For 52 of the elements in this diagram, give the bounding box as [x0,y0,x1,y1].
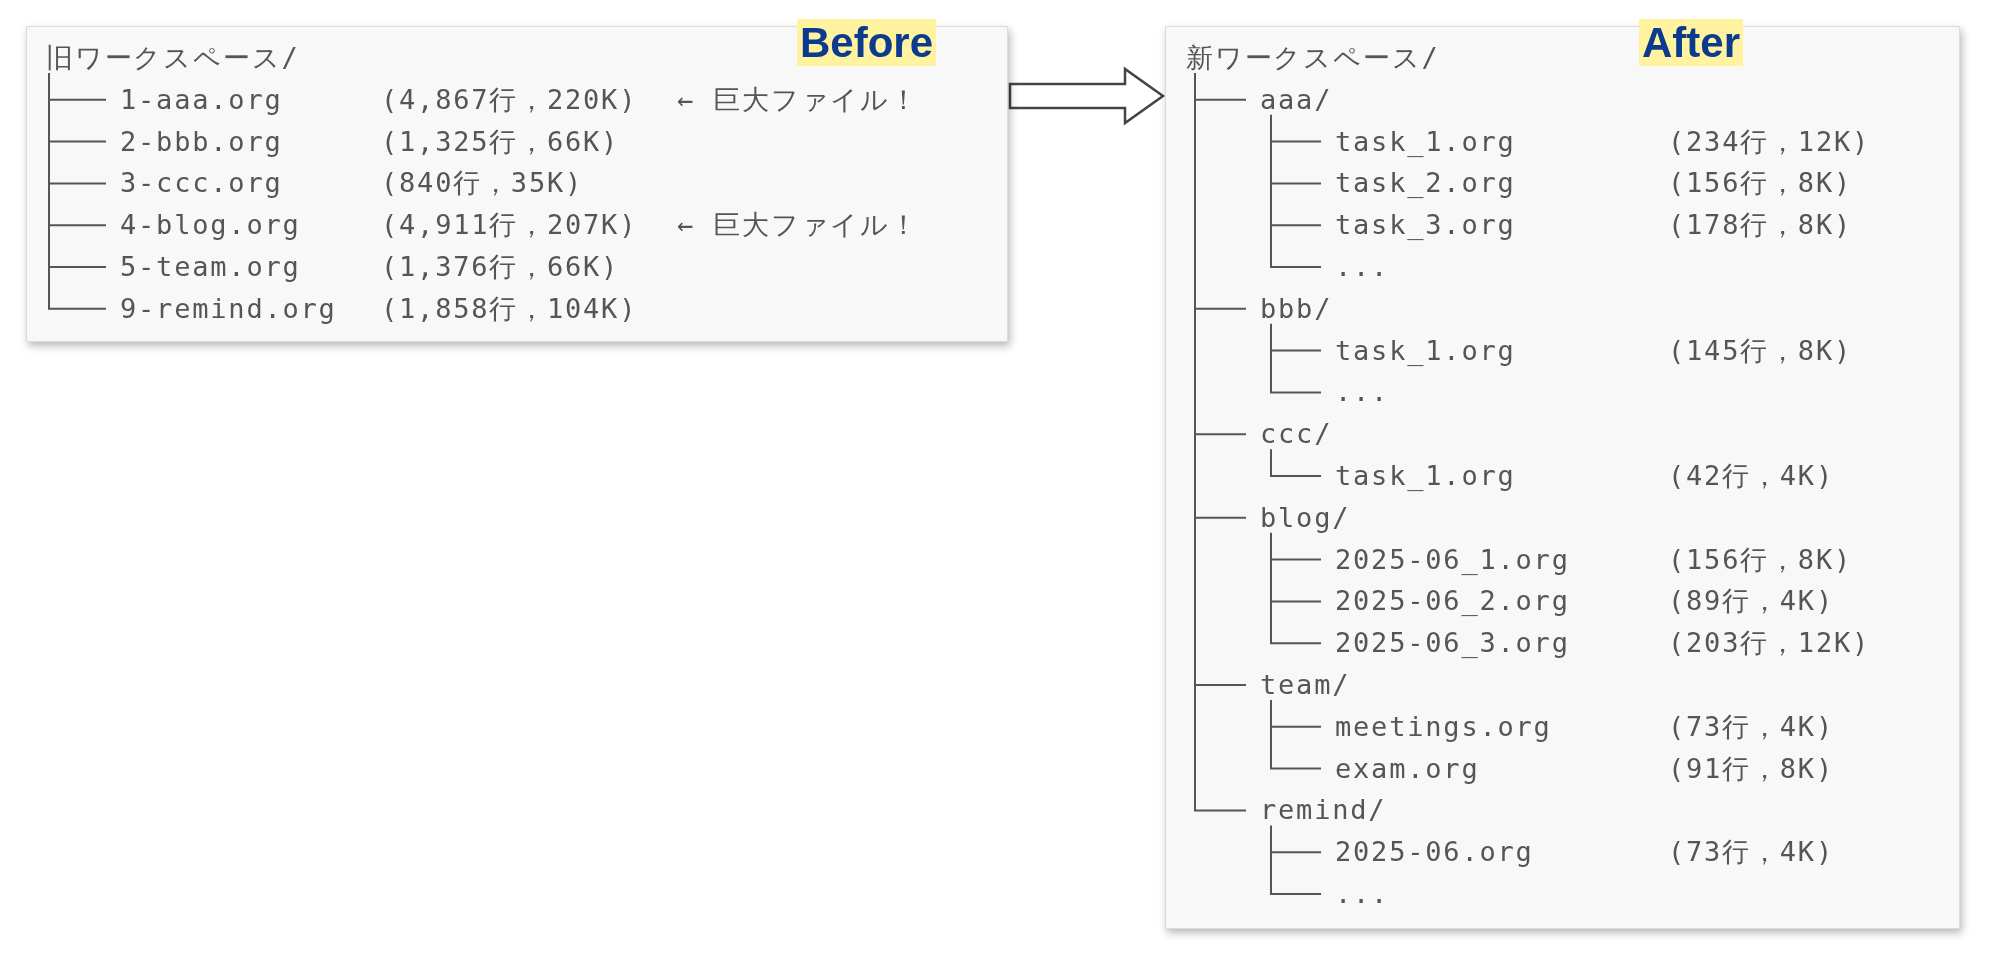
tree-entry-name: 2-bbb.org [120,124,283,159]
file-name: task_1.org [1335,459,1516,493]
file-stats: (4,867行，220K) [381,82,638,117]
file-name: task_1.org [1335,124,1516,159]
tree-entry-name: blog/ [1260,500,1351,535]
file-name: task_1.org [1335,333,1516,368]
file-stats: (91行，8K) [1668,751,1834,786]
hollow-arrow [1008,66,1166,126]
file-stats: (156行，8K) [1668,166,1852,201]
file-stats: (1,858行，104K) [381,291,638,326]
file-stats: (178行，8K) [1668,208,1852,243]
file-name: task_2.org [1335,166,1516,201]
tree-entry-name: bbb/ [1260,291,1333,326]
warning-note: ← 巨大ファイル！ [677,82,919,117]
file-stats: (840行，35K) [381,166,584,201]
root-folder-name: 新ワークスペース/ [1186,41,1440,75]
file-stats: (203行，12K) [1668,626,1871,661]
warning-note: ← 巨大ファイル！ [677,208,919,243]
file-stats: (42行，4K) [1668,459,1834,493]
file-name: task_3.org [1335,208,1516,243]
tree-entry-name: ccc/ [1260,417,1333,452]
tree-entry-name: 9-remind.org [120,291,337,326]
tree-entry-name: 3-ccc.org [120,166,283,201]
file-stats: (1,325行，66K) [381,124,620,159]
file-name: 2025-06_3.org [1335,626,1570,661]
file-stats: (73行，4K) [1668,709,1834,744]
file-name: 2025-06.org [1335,835,1534,870]
tree-entry-name: 1-aaa.org [120,82,283,117]
file-stats: (89行，4K) [1668,584,1834,619]
file-stats: (234行，12K) [1668,124,1871,159]
file-name: ... [1335,250,1390,284]
tree-entry-name: 5-team.org [120,250,301,284]
tree-entry-name: 4-blog.org [120,208,301,243]
root-folder-name: 旧ワークスペース/ [46,41,300,75]
file-name: ... [1335,375,1390,410]
tree-entry-name: remind/ [1260,793,1387,828]
file-stats: (73行，4K) [1668,835,1834,870]
file-stats: (145行，8K) [1668,333,1852,368]
file-stats: (156行，8K) [1668,542,1852,577]
tree-entry-name: team/ [1260,668,1351,702]
tree-entry-name: aaa/ [1260,82,1333,117]
code-panel [26,26,1008,342]
heading-tag: Before [797,19,937,66]
file-name: ... [1335,877,1390,911]
file-name: 2025-06_1.org [1335,542,1570,577]
file-stats: (4,911行，207K) [381,208,638,243]
file-stats: (1,376行，66K) [381,250,620,284]
file-name: meetings.org [1335,709,1552,744]
file-name: 2025-06_2.org [1335,584,1570,619]
heading-tag: After [1639,19,1743,66]
code-panel [1165,26,1960,929]
file-name: exam.org [1335,751,1480,786]
